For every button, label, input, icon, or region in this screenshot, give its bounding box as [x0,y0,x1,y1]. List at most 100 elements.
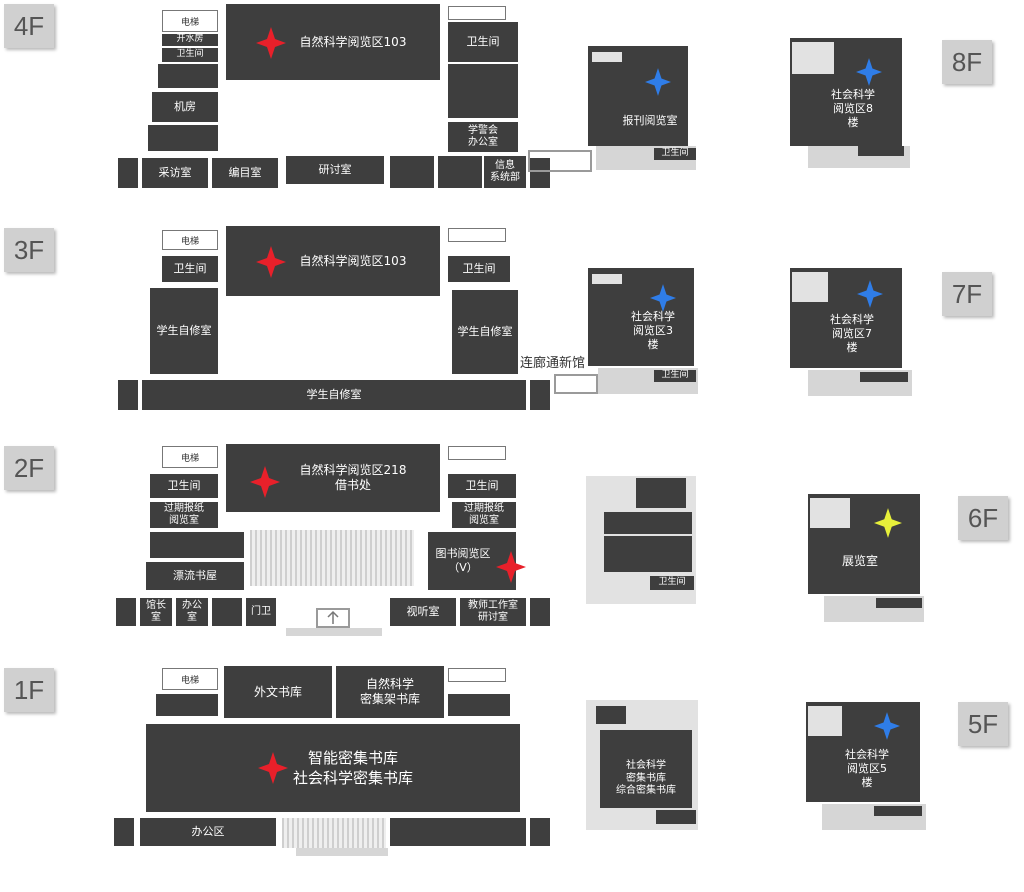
floor-tag-5f[interactable]: 5F [958,702,1008,746]
newspaper-reading-room[interactable]: 报刊阅览室 [612,80,688,140]
stairs-2f[interactable]: 电梯 [162,446,218,468]
toilet-3f-left[interactable]: 卫生间 [162,256,218,282]
stairs-1f[interactable]: 电梯 [162,668,218,690]
room-label: 编目室 [228,166,262,180]
floor-tag-3f[interactable]: 3F [4,228,54,272]
annex-toilet-2[interactable]: 卫生间 [650,576,694,590]
natural-dense-stacks-1f[interactable]: 自然科学 密集架书库 [336,666,444,718]
room-label: 研讨室 [318,163,352,177]
room-block [656,810,696,824]
main-stacks-1f[interactable]: 智能密集书库 社会科学密集书库 [146,724,520,812]
floor-tag-1f[interactable]: 1F [4,668,54,712]
toilet-2f-left[interactable]: 卫生间 [150,474,218,498]
room-label: 学生自修室 [306,388,362,402]
floor-tag-6f[interactable]: 6F [958,496,1008,540]
book-reading-area-2f[interactable]: 图书阅览区 （V） [428,532,516,590]
stairs-3f[interactable]: 电梯 [162,230,218,250]
red-star-icon[interactable] [256,246,286,278]
fire-room-4f[interactable]: 开水房 [162,34,218,46]
social-science-reading-8[interactable]: 社会科学 阅览区8 楼 [810,78,896,140]
floor-tag-7f[interactable]: 7F [942,272,992,316]
floor-tag-4f[interactable]: 4F [4,4,54,48]
exhibition-room-6f[interactable]: 展览室 [816,532,916,590]
toilet-2f-right[interactable]: 卫生间 [448,474,516,498]
blue-star-icon[interactable] [856,58,882,86]
stairs-2f-right[interactable] [448,446,506,460]
room-block [148,125,218,151]
stair-block [118,158,138,188]
blue-star-icon[interactable] [874,712,900,740]
corridor-label: 连廊通新馆 [520,356,586,371]
director-room-2f[interactable]: 馆长 室 [140,598,172,626]
room-label: 学生自修室 [457,325,513,339]
room-label: 卫生间 [661,148,689,159]
annex-toilet-3[interactable]: 卫生间 [654,370,696,382]
room-label: 开水房 [176,34,204,45]
floor-tag-2f[interactable]: 2F [4,446,54,490]
toilet-4f-right[interactable]: 卫生间 [448,22,518,62]
room-label: 外文书库 [253,684,302,699]
annex-stairs [792,272,828,302]
corridor-link-4f [528,150,592,172]
room-label: 卫生间 [466,35,500,49]
corridor-link-3f [554,374,598,394]
social-science-reading-3[interactable]: 社会科学 阅览区3 楼 [612,300,694,362]
yellow-star-icon[interactable] [874,508,902,538]
toilet-4f-left[interactable]: 卫生间 [162,48,218,62]
machine-room-4f[interactable]: 机房 [152,92,218,122]
stairs-label: 电梯 [180,17,199,28]
annex-toilet-4[interactable]: 卫生间 [654,148,696,160]
stairs-4f[interactable]: 电梯 [162,10,218,32]
room-block [150,532,244,558]
stair-block [530,380,550,410]
reading-room-4f[interactable]: 自然科学阅览区103 [226,4,440,80]
interview-room-4f[interactable]: 采访室 [142,158,208,188]
periodical-room-2f-right[interactable]: 过期报纸 阅览室 [452,502,516,528]
room-label: 社会科学 阅览区5 楼 [845,748,889,789]
red-star-icon[interactable] [256,27,286,59]
blue-star-icon[interactable] [645,68,671,96]
room-label: 学警会 办公室 [468,124,498,149]
blue-star-icon[interactable] [650,284,676,312]
guard-room-2f[interactable]: 门卫 [246,598,276,626]
social-science-reading-7[interactable]: 社会科学 阅览区7 楼 [808,306,896,362]
room-label: 图书阅览区 （V） [435,547,491,574]
room-block [212,598,242,626]
stairs-1f-right[interactable] [448,668,506,682]
seminar-room-4f[interactable]: 研讨室 [286,156,384,184]
room-block [596,706,626,724]
office-2f[interactable]: 办公 室 [176,598,208,626]
union-office-4f[interactable]: 学警会 办公室 [448,122,518,152]
red-star-icon[interactable] [258,752,288,784]
blue-star-icon[interactable] [857,280,883,308]
office-area-1f[interactable]: 办公区 [140,818,276,846]
entrance-1f[interactable] [282,818,386,848]
room-label: 视听室 [406,605,440,619]
toilet-3f-right[interactable]: 卫生间 [448,256,510,282]
periodical-room-2f-left[interactable]: 过期报纸 阅览室 [150,502,218,528]
room-block [604,536,692,572]
room-block [438,156,482,188]
room-block [858,146,904,156]
av-room-2f[interactable]: 视听室 [390,598,456,626]
foreign-stacks-1f[interactable]: 外文书库 [224,666,332,718]
study-room-3f-right[interactable]: 学生自修室 [452,290,518,374]
catalog-room-4f[interactable]: 编目室 [212,158,278,188]
study-room-3f-bottom[interactable]: 学生自修室 [142,380,526,410]
red-star-icon[interactable] [250,466,280,498]
social-science-dense-stacks[interactable]: 社会科学 密集书库 综合密集书库 [600,730,692,808]
room-label: 办公区 [191,825,225,839]
entrance-2f[interactable] [316,608,350,628]
drift-bookhouse-2f[interactable]: 漂流书屋 [146,562,244,590]
stairs-3f-right[interactable] [448,228,506,242]
social-science-reading-5[interactable]: 社会科学 阅览区5 楼 [818,740,916,798]
floor-tag-8f[interactable]: 8F [942,40,992,84]
study-room-3f-left[interactable]: 学生自修室 [150,288,218,374]
room-label: 教师工作室 研讨室 [468,599,518,624]
info-system-4f[interactable]: 信息 系统部 [484,156,526,188]
stairs-4f-right[interactable] [448,6,506,20]
stair-block [116,598,136,626]
room-label: 卫生间 [167,479,201,493]
teacher-room-2f[interactable]: 教师工作室 研讨室 [460,598,526,626]
red-star-icon[interactable] [496,551,526,583]
